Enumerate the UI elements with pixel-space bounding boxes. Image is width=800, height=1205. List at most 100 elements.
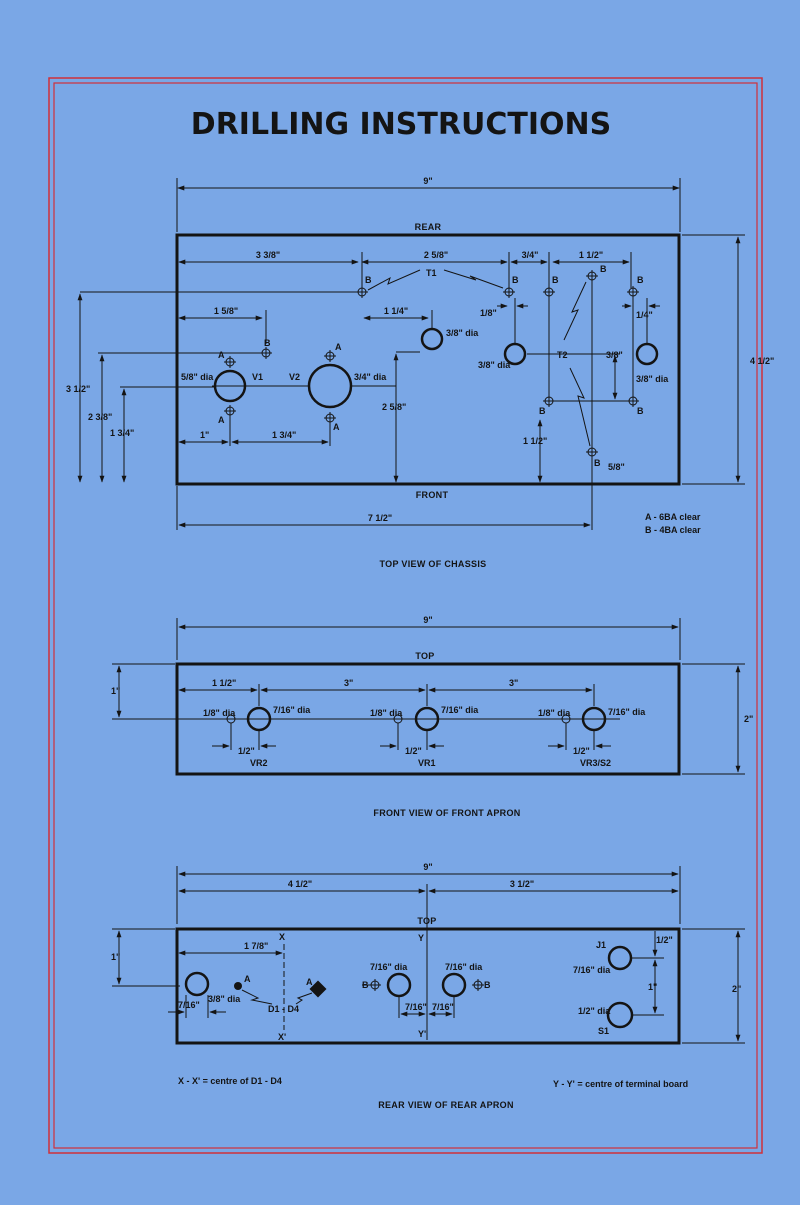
fa-top-label: TOP: [415, 651, 434, 661]
hole-3-8-a-label: 3/8" dia: [446, 328, 479, 338]
ra-hole-j1: [607, 945, 633, 971]
top-width-label: 9": [423, 176, 432, 186]
ra-top-label: TOP: [417, 916, 436, 926]
a-label-2: A: [218, 415, 225, 425]
outer-frame: [48, 77, 763, 1154]
b-label-5: B: [637, 275, 644, 285]
dim-7-1-2: 7 1/2": [368, 513, 392, 523]
fa-half-1: 1/2": [238, 746, 255, 756]
b-label-6: B: [264, 338, 271, 348]
ra-dim-1-2: 1/2": [656, 935, 673, 945]
ra-d1-d4-label: D1 - D4: [268, 1004, 299, 1014]
fa-large-dia-3: 7/16" dia: [608, 707, 646, 717]
fa-width-label: 9": [423, 615, 432, 625]
hole-b-3: [543, 286, 555, 298]
ra-hole-s1: [606, 1001, 634, 1029]
dim-1: 1": [200, 430, 209, 440]
ra-hole-1-2-label: 1/2" dia: [578, 1006, 611, 1016]
dim-1-1-2: 1 1/2": [579, 250, 603, 260]
t2-label: T2: [557, 350, 568, 360]
ra-left-off: 1": [111, 952, 120, 962]
ra-diode-a: [309, 980, 327, 998]
ra-dim-3-1-2: 3 1/2": [510, 879, 534, 889]
hole-a-1: [224, 356, 236, 368]
v2-dia-label: 3/4" dia: [354, 372, 387, 382]
v1-dia-label: 5/8" dia: [181, 372, 214, 382]
b-label-1: B: [365, 275, 372, 285]
ra-hole-7-16-a: [386, 972, 412, 998]
dim-3-8-v: 3/8": [606, 350, 623, 360]
ra-width-label: 9": [423, 862, 432, 872]
hole-b-1: [356, 286, 368, 298]
fa-left-off: 1": [111, 686, 120, 696]
rear-apron-diagram: 9" 4 1/2" 3 1/2" TOP 2" 1" X X' 1 7/8" Y…: [111, 862, 745, 1110]
ra-dim-7-16-c: 7/16": [432, 1002, 454, 1012]
legend-a: A - 6BA clear: [645, 512, 701, 522]
inner-frame: [53, 82, 758, 1149]
dim-1-1-4: 1 1/4": [384, 306, 408, 316]
ra-j1-label: J1: [596, 940, 606, 950]
dim-1-3-4-left: 1 3/4": [110, 428, 134, 438]
fa-vr3-label: VR3/S2: [580, 758, 611, 768]
dim-2-3-8: 2 3/8": [88, 412, 112, 422]
front-apron-caption: FRONT VIEW OF FRONT APRON: [373, 808, 520, 818]
fa-large-dia-2: 7/16" dia: [441, 705, 479, 715]
ra-y-label: Y: [418, 933, 424, 943]
fa-dim-pitch-a: 3": [344, 678, 353, 688]
fa-dim-first: 1 1/2": [212, 678, 236, 688]
fa-small-dia-1: 1/8" dia: [203, 708, 236, 718]
fa-vr2-label: VR2: [250, 758, 268, 768]
b-label-3: B: [552, 275, 559, 285]
hole-v2: [307, 363, 353, 409]
rear-apron-caption: REAR VIEW OF REAR APRON: [378, 1100, 514, 1110]
fa-height-label: 2": [744, 714, 753, 724]
fa-half-2: 1/2": [405, 746, 422, 756]
depth-label: 4 1/2": [750, 356, 774, 366]
front-label: FRONT: [416, 490, 449, 500]
fa-small-dia-3: 1/8" dia: [538, 708, 571, 718]
fa-vr1-label: VR1: [418, 758, 436, 768]
ra-hole-3-8-label: 3/8" dia: [208, 994, 241, 1004]
ra-dim-4-1-2: 4 1/2": [288, 879, 312, 889]
v1-label: V1: [252, 372, 263, 382]
dim-1-1-2-v: 1 1/2": [523, 436, 547, 446]
ra-note-yy: Y - Y' = centre of terminal board: [553, 1079, 688, 1089]
ra-dim-7-16: 7/16": [178, 1000, 200, 1010]
dim-1-3-4: 1 3/4": [272, 430, 296, 440]
hole-3-8-b-label: 3/8" dia: [478, 360, 511, 370]
ra-hole-7-16-a-label: 7/16" dia: [370, 962, 408, 972]
dim-1-8: 1/8": [480, 308, 497, 318]
hole-b-2: [503, 286, 515, 298]
b-label-8: B: [637, 406, 644, 416]
ra-b-label-2: B: [484, 980, 491, 990]
fa-large-dia-1: 7/16" dia: [273, 705, 311, 715]
ra-x-label: X: [279, 932, 285, 942]
hole-b-5: [627, 286, 639, 298]
ra-dim-1: 1": [648, 982, 657, 992]
b-label-9: B: [594, 458, 601, 468]
dim-5-8: 5/8": [608, 462, 625, 472]
dim-3-3-8: 3 3/8": [256, 250, 280, 260]
page-title: DRILLING INSTRUCTIONS: [191, 107, 611, 142]
dim-2-5-8: 2 5/8": [424, 250, 448, 260]
fa-half-3: 1/2": [573, 746, 590, 756]
ra-a-label-1: A: [244, 974, 251, 984]
dim-1-5-8: 1 5/8": [214, 306, 238, 316]
hole-a-2: [224, 405, 236, 417]
hole-3-8-c: [635, 342, 659, 366]
ra-height-label: 2": [732, 984, 741, 994]
ra-hole-b-2: [472, 979, 484, 991]
dim-3-1-2: 3 1/2": [66, 384, 90, 394]
ra-hole-a-1: [234, 982, 242, 990]
rear-label: REAR: [415, 222, 442, 232]
dim-3-4: 3/4": [522, 250, 539, 260]
b-label-4: B: [600, 264, 607, 274]
a-label-3: A: [335, 342, 342, 352]
ra-s1-label: S1: [598, 1026, 609, 1036]
hole-b-4: [586, 270, 598, 282]
ra-a-label-2: A: [306, 977, 313, 987]
a-label-4: A: [333, 422, 340, 432]
hole-b-7: [543, 395, 555, 407]
hole-a-4: [324, 412, 336, 424]
